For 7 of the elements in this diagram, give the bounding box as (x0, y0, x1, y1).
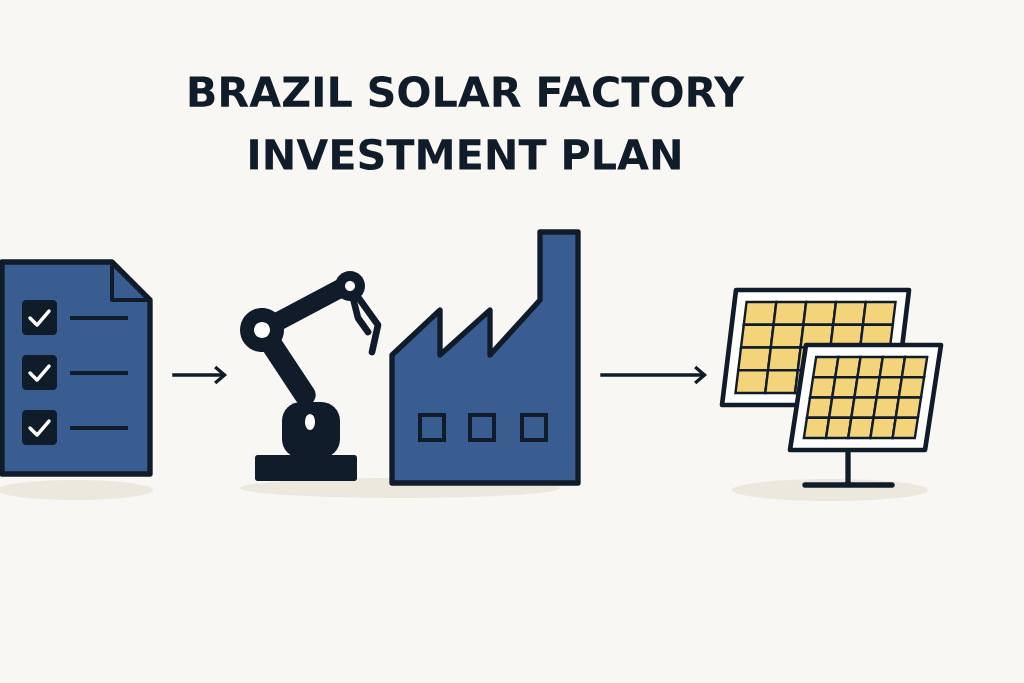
robot-arm-drawing (240, 271, 560, 498)
solar-panel-drawing (719, 287, 944, 501)
factory-drawing (389, 229, 581, 486)
arrow (172, 365, 228, 385)
checklist-drawing (0, 259, 153, 500)
arrow (600, 365, 708, 385)
title: BRAZIL SOLAR FACTORY INVESTMENT PLAN (189, 76, 745, 170)
